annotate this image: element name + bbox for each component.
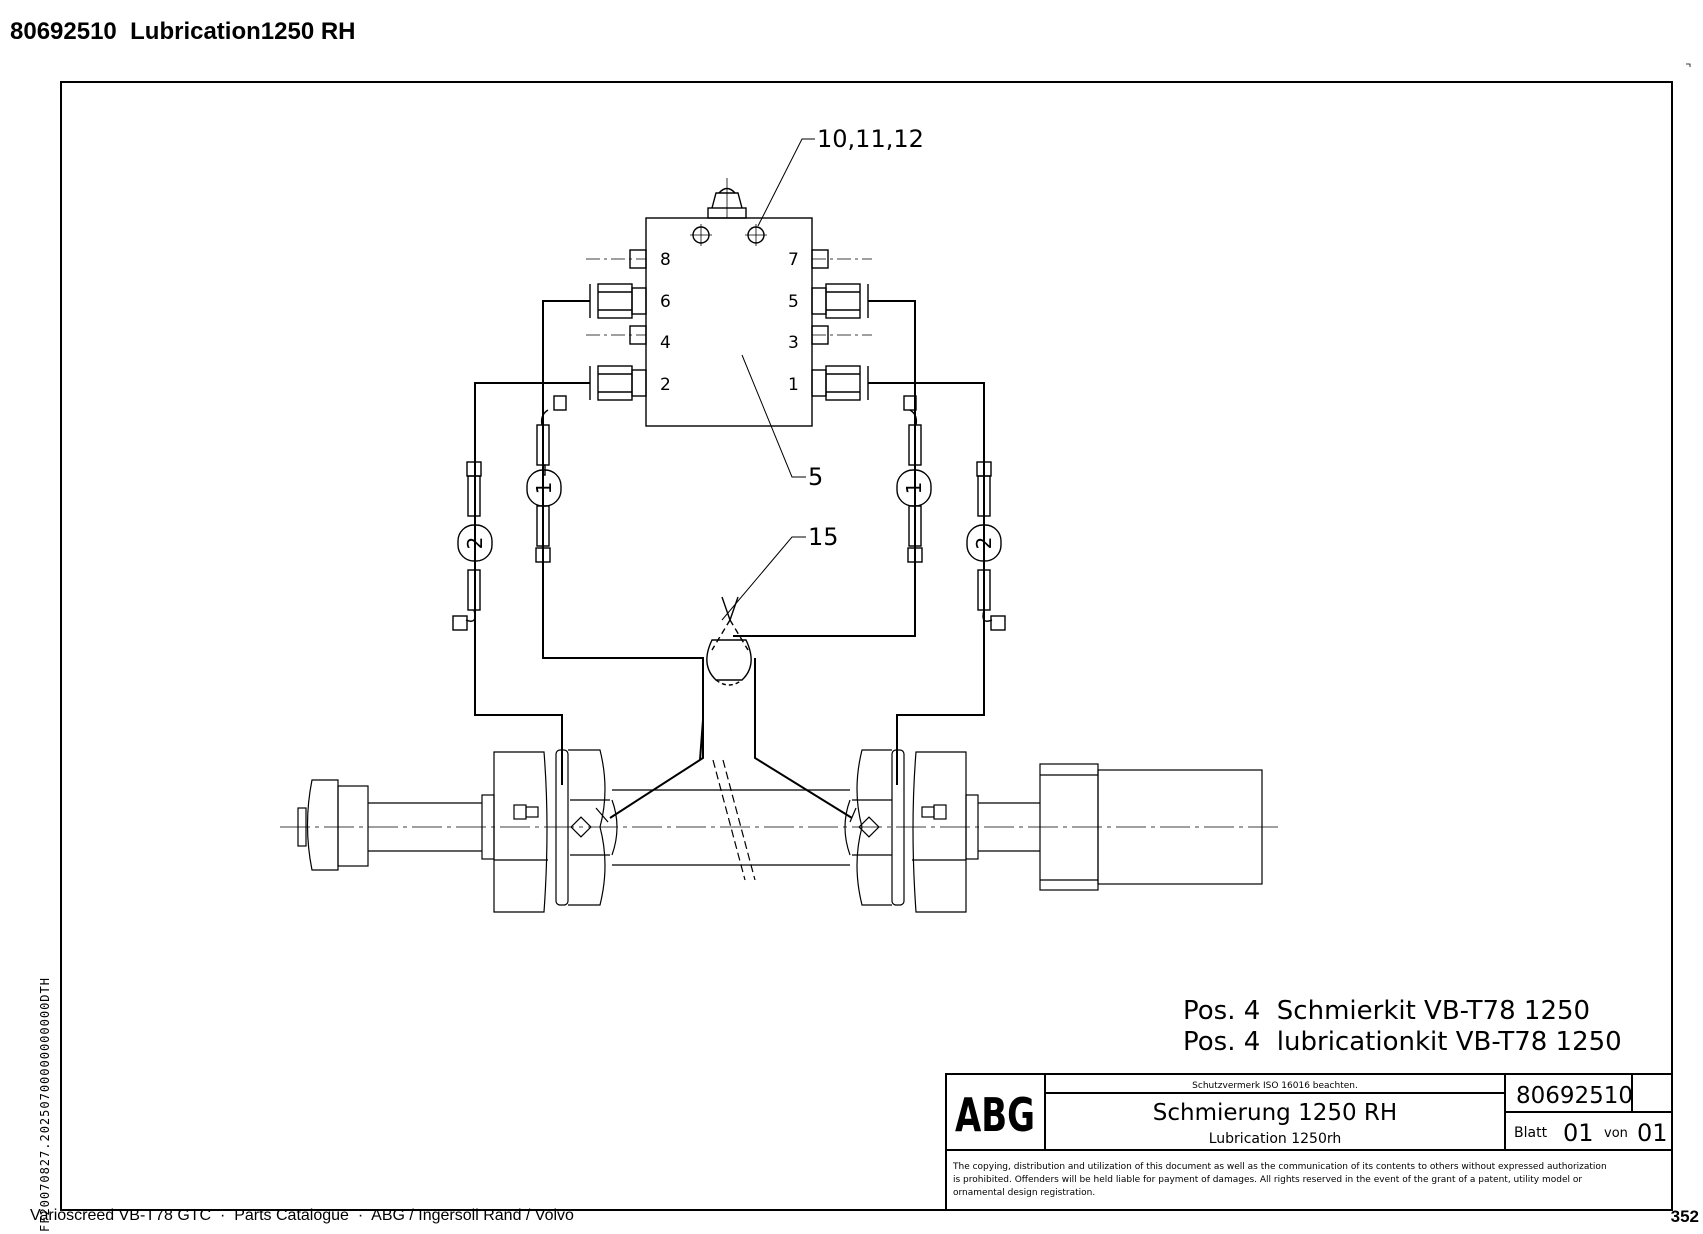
grease-nipple <box>707 178 747 219</box>
copyright-line-3: ornamental design registration. <box>953 1188 1095 1198</box>
abg-logo: ABG <box>955 1088 1035 1142</box>
callout-10-11-12: 10,11,12 <box>817 125 924 153</box>
drawing-frame <box>60 81 1673 1211</box>
pipe-inner-left <box>542 300 704 761</box>
hose-inner-right <box>896 395 932 563</box>
hose-label-outer-left: 2 <box>463 537 487 550</box>
page-number: 352 <box>1670 1207 1699 1226</box>
port-label-8: 8 <box>660 250 671 270</box>
note-line-de: Pos. 4 Schmierkit VB-T78 1250 <box>1183 996 1590 1026</box>
footer-text: Varioscreed VB-T78 GTC · Parts Catalogue… <box>30 1207 574 1224</box>
hose-label-inner-left: 1 <box>532 482 556 495</box>
port-label-1: 1 <box>788 375 799 395</box>
fitting-port-2 <box>589 365 647 401</box>
sheet-number: 01 <box>1563 1119 1594 1147</box>
pipe-outer-right <box>868 382 985 785</box>
title-block <box>945 1073 1673 1211</box>
copyright-line-2: is prohibited. Offenders will be held li… <box>953 1175 1582 1185</box>
callout-5: 5 <box>808 463 823 491</box>
port-label-3: 3 <box>788 333 799 353</box>
hose-label-inner-right: 1 <box>902 482 926 495</box>
sheet-total: 01 <box>1637 1119 1668 1147</box>
side-document-code: FF20070827.20250700000000000DTH <box>38 977 52 1232</box>
title-de: Schmierung 1250 RH <box>1153 1100 1397 1126</box>
callout-15: 15 <box>808 523 839 551</box>
title-en: Lubrication 1250rh <box>1209 1131 1342 1147</box>
pipe-outer-left <box>474 382 590 785</box>
sheet-label: Blatt <box>1514 1125 1548 1141</box>
page-title: 80692510 Lubrication1250 RH <box>10 18 356 45</box>
port-label-6: 6 <box>660 292 671 312</box>
hose-outer-right <box>966 461 1006 631</box>
fitting-port-6 <box>589 283 647 319</box>
auger-shaft-assembly <box>280 749 1280 913</box>
fitting-port-1 <box>811 365 869 401</box>
port-label-4: 4 <box>660 333 671 353</box>
pipe-inner-right <box>733 300 916 637</box>
fitting-port-5 <box>811 283 869 319</box>
note-line-en: Pos. 4 lubricationkit VB-T78 1250 <box>1183 1027 1622 1057</box>
hose-inner-left <box>526 395 567 563</box>
tee-fitting <box>706 596 752 686</box>
port-label-5: 5 <box>788 292 799 312</box>
port-label-7: 7 <box>788 250 799 270</box>
of-label: von <box>1604 1126 1628 1141</box>
hose-label-outer-right: 2 <box>972 537 996 550</box>
port-label-2: 2 <box>660 375 671 395</box>
protection-note: Schutzvermerk ISO 16016 beachten. <box>1192 1081 1358 1091</box>
copyright-line-1: The copying, distribution and utilizatio… <box>952 1162 1607 1172</box>
drawing-number: 80692510 <box>1516 1083 1633 1109</box>
hose-outer-left <box>452 461 493 631</box>
abg-logo-text: ABG <box>955 1088 1035 1142</box>
